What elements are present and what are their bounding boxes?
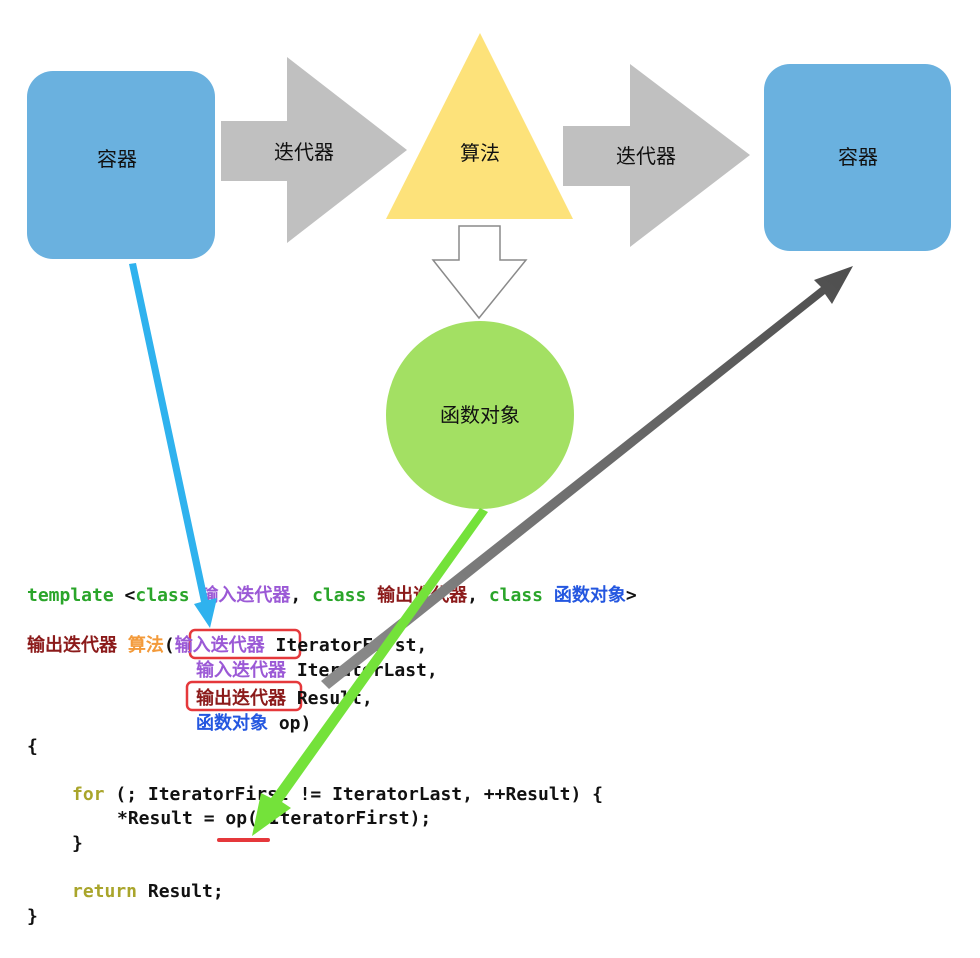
gray-arrow — [321, 266, 853, 689]
algorithm-triangle — [386, 33, 573, 219]
right-container-box — [764, 64, 951, 251]
function-object-label: 函数对象 — [440, 403, 520, 427]
highlight-input-iterator-box — [188, 628, 302, 660]
right-iterator-arrow — [563, 64, 750, 247]
left-iterator-arrow — [221, 57, 407, 243]
right-iterator-label: 迭代器 — [616, 144, 676, 168]
left-iterator-label: 迭代器 — [274, 140, 334, 164]
blue-arrow — [129, 263, 217, 628]
highlight-output-iterator-box — [185, 680, 303, 712]
green-arrow — [252, 508, 488, 836]
left-container-box — [27, 71, 215, 259]
algorithm-label: 算法 — [460, 141, 500, 165]
down-arrow — [431, 225, 528, 320]
function-object-circle — [386, 321, 574, 509]
left-container-label: 容器 — [97, 147, 137, 171]
right-container-label: 容器 — [838, 145, 878, 169]
